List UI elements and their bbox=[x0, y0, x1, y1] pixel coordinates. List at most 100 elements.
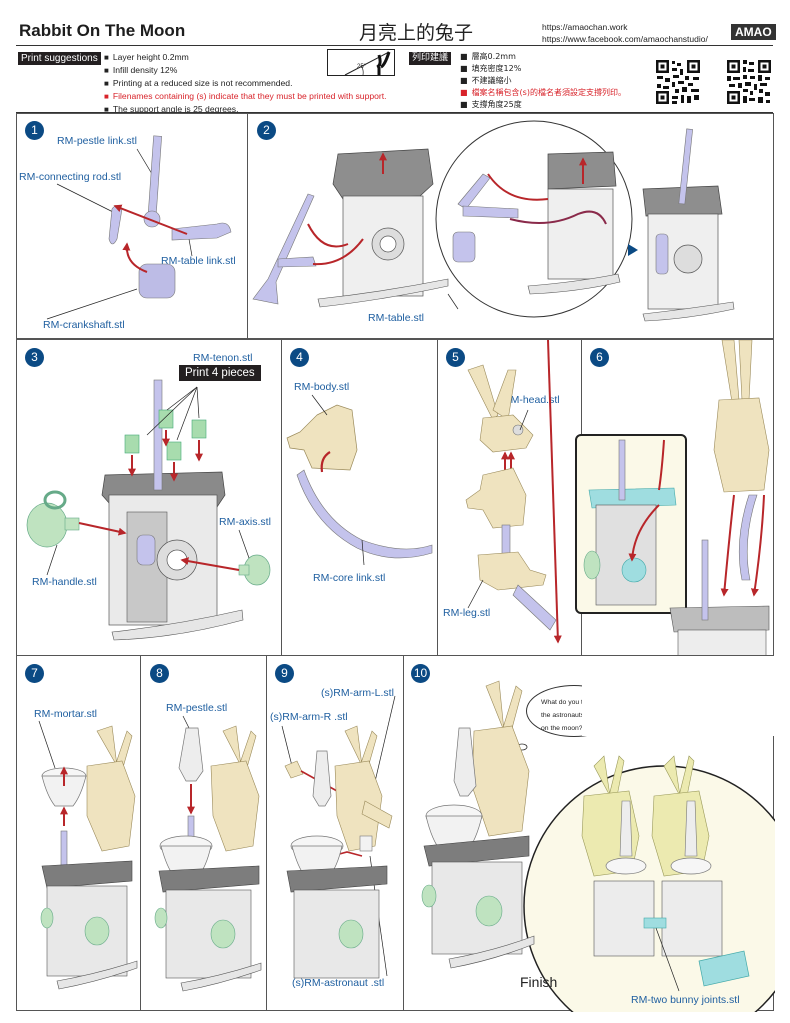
speech-bubble-line: What do you think bbox=[541, 699, 596, 706]
part-label-pestle: RM-pestle.stl bbox=[166, 702, 228, 714]
step-7-illustration bbox=[38, 720, 138, 990]
crankshaft-part bbox=[138, 263, 176, 299]
pestle-link-part bbox=[147, 135, 162, 217]
print-suggestions-tag-chinese: 列印建議 bbox=[409, 52, 452, 65]
website-link[interactable]: https://amaochan.work bbox=[542, 22, 628, 32]
qr-code-icon bbox=[726, 59, 772, 105]
step-4-illustration bbox=[286, 394, 433, 566]
step-number-badge: 6 bbox=[590, 348, 609, 367]
part-label-arm-left: (s)RM-arm-L.stl bbox=[321, 687, 394, 699]
part-label-core-link: RM-core link.stl bbox=[313, 572, 386, 584]
astronaut-part bbox=[359, 835, 373, 852]
rabbit-part bbox=[713, 397, 770, 493]
qr-code-facebook[interactable] bbox=[726, 59, 772, 110]
suggestion-item-warning: Filenames containing (s) indicate that t… bbox=[104, 90, 387, 103]
part-label-mortar: RM-mortar.stl bbox=[34, 708, 97, 720]
body-part bbox=[286, 404, 358, 471]
suggestion-item: Printing at a reduced size is not recomm… bbox=[104, 77, 387, 90]
head-part bbox=[479, 414, 534, 453]
step-number-badge: 5 bbox=[446, 348, 465, 367]
step-1-panel: 1 RM-pestle link.stl RM-connecting rod.s… bbox=[16, 113, 248, 339]
print-suggestions-tag: Print suggestions bbox=[18, 52, 101, 65]
qr-code-icon bbox=[655, 59, 701, 105]
suggestion-item: 層高0.2mm bbox=[460, 51, 626, 63]
tenon-part bbox=[158, 409, 174, 429]
step-number-badge: 7 bbox=[25, 664, 44, 683]
suggestion-item: 支撐角度25度 bbox=[460, 99, 626, 111]
arm-right-part bbox=[284, 760, 304, 779]
step-2-panel: 2 RM-table.stl bbox=[247, 113, 774, 339]
part-label-two-bunny-joints: RM-two bunny joints.stl bbox=[631, 994, 740, 1006]
part-label-connecting-rod: RM-connecting rod.stl bbox=[19, 171, 122, 183]
step-number-badge: 10 bbox=[411, 664, 430, 683]
step-2-illustration bbox=[252, 120, 735, 322]
part-label-table: RM-table.stl bbox=[368, 312, 425, 324]
support-angle-diagram: 25° bbox=[327, 49, 395, 76]
step-1-illustration bbox=[46, 135, 232, 320]
suggestion-item: Infill density 12% bbox=[104, 64, 387, 77]
qr-code-website[interactable] bbox=[655, 59, 701, 110]
print-count-note: Print 4 pieces bbox=[179, 365, 261, 381]
body-part bbox=[465, 467, 527, 529]
leg-part bbox=[477, 551, 547, 591]
part-label-crankshaft: RM-crankshaft.stl bbox=[43, 319, 125, 331]
step-number-badge: 3 bbox=[25, 348, 44, 367]
part-label-leg: RM-leg.stl bbox=[443, 607, 491, 619]
header-links: https://amaochan.work https://www.facebo… bbox=[542, 21, 708, 45]
page-title: Rabbit On The Moon bbox=[19, 21, 186, 40]
part-label-tenon: RM-tenon.stl bbox=[193, 352, 253, 364]
step-3-illustration bbox=[26, 379, 271, 641]
step-7-panel: 7 RM-mortar.stl bbox=[16, 655, 141, 1011]
tenon-part bbox=[124, 434, 140, 454]
part-label-handle: RM-handle.stl bbox=[32, 576, 97, 588]
page-title-chinese: 月亮上的兔子 bbox=[359, 22, 474, 44]
part-label-astronaut: (s)RM-astronaut .stl bbox=[292, 977, 385, 989]
suggestion-item: The support angle is 25 degrees. bbox=[104, 103, 387, 116]
step-10-panel: 10 What do you think the astronauts foun… bbox=[403, 655, 775, 1012]
suggestion-item: Layer height 0.2mm bbox=[104, 51, 387, 64]
step-8-panel: 8 RM-pestle.stl bbox=[140, 655, 267, 1011]
handle-part bbox=[26, 502, 68, 548]
section-divider bbox=[16, 112, 773, 113]
step-number-badge: 2 bbox=[257, 121, 276, 140]
step-5-illustration bbox=[465, 340, 562, 644]
step-9-illustration bbox=[281, 695, 396, 979]
brand-logo: AMAO bbox=[731, 24, 776, 40]
tenon-part bbox=[166, 441, 182, 461]
rabbit-part bbox=[86, 760, 136, 852]
mortar-part bbox=[41, 775, 87, 807]
step-9-panel: 9 (s)RM-arm-L.stl (s)RM-arm-R .stl (s)RM… bbox=[266, 655, 404, 1011]
part-label-body: RM-body.stl bbox=[294, 381, 350, 393]
suggestion-item: 填充密度12% bbox=[460, 63, 626, 75]
finish-label: Finish bbox=[520, 974, 558, 990]
step-10-illustration bbox=[421, 656, 775, 1012]
facebook-link[interactable]: https://www.facebook.com/amaochanstudio/ bbox=[542, 34, 708, 44]
pestle-part bbox=[178, 727, 204, 782]
table-link-part bbox=[171, 222, 232, 241]
step-number-badge: 9 bbox=[275, 664, 294, 683]
arm-left-part bbox=[361, 800, 393, 829]
bunny-joint-part bbox=[698, 950, 750, 987]
step-number-badge: 4 bbox=[290, 348, 309, 367]
part-label-axis: RM-axis.stl bbox=[219, 516, 271, 528]
speech-bubble-line: the astronauts found bbox=[541, 712, 603, 719]
print-suggestions-list: Layer height 0.2mm Infill density 12% Pr… bbox=[104, 51, 387, 116]
header-divider bbox=[16, 45, 773, 46]
tenon-part bbox=[191, 419, 207, 439]
step-number-badge: 1 bbox=[25, 121, 44, 140]
suggestion-item-warning: 檔案名稱包含(s)的檔名者須設定支撐列印。 bbox=[460, 87, 626, 99]
part-label-pestle-link: RM-pestle link.stl bbox=[57, 135, 137, 147]
suggestion-item: 不建議縮小 bbox=[460, 75, 626, 87]
angle-label: 25° bbox=[357, 64, 367, 70]
arrow-right-icon bbox=[628, 244, 638, 256]
part-label-head: RM-head.stl bbox=[503, 394, 560, 406]
part-label-arm-right: (s)RM-arm-R .stl bbox=[270, 711, 348, 723]
step-5-panel: 5 RM-head.stl RM-leg.stl bbox=[437, 339, 582, 656]
step-8-illustration bbox=[154, 715, 262, 992]
core-link-part bbox=[296, 469, 433, 559]
support-angle-icon bbox=[327, 49, 395, 76]
part-label-table-link: RM-table link.stl bbox=[161, 255, 236, 267]
print-suggestions-list-chinese: 層高0.2mm 填充密度12% 不建議縮小 檔案名稱包含(s)的檔名者須設定支撐… bbox=[460, 51, 626, 111]
step-number-badge: 8 bbox=[150, 664, 169, 683]
step-3-panel: 3 RM-tenon.stl Print 4 pieces RM-axis.st… bbox=[16, 339, 282, 656]
